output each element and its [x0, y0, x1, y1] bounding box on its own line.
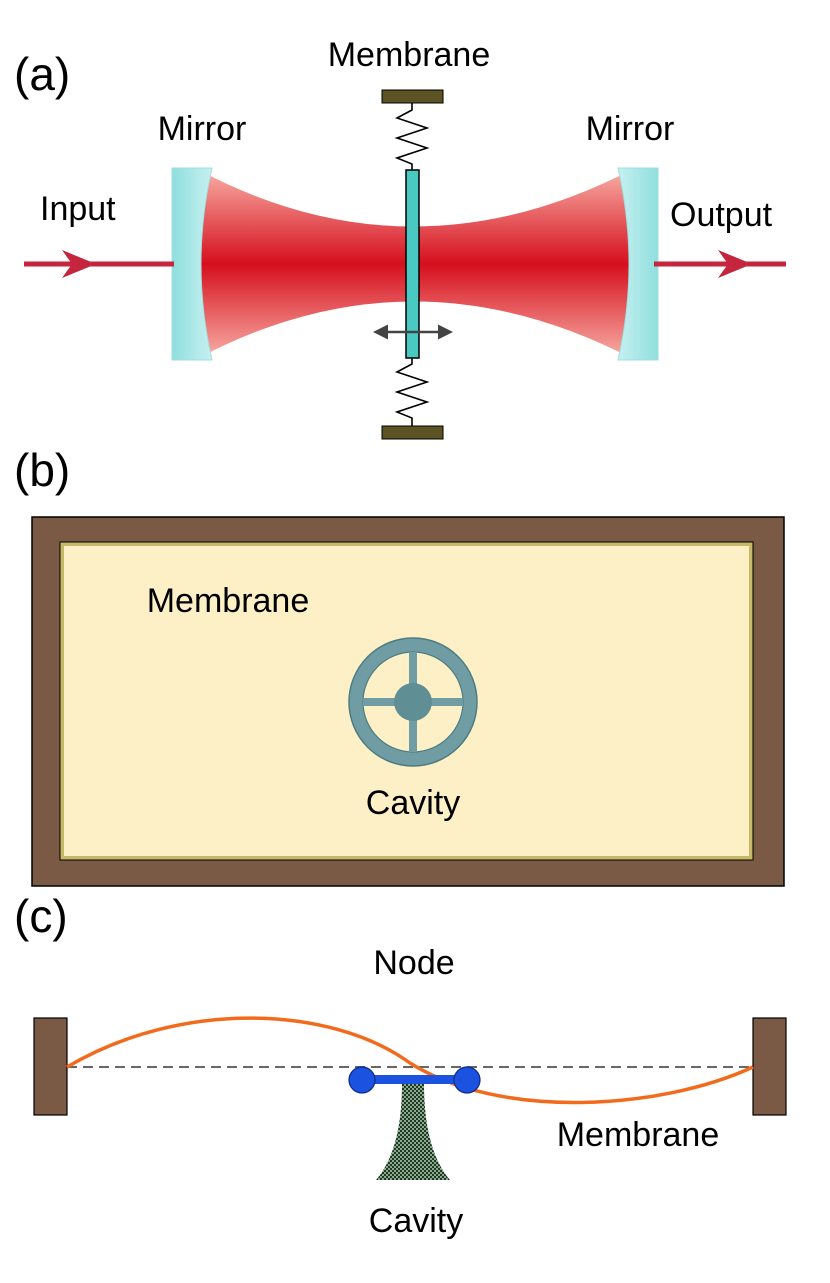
panel-c-membrane-label: Membrane: [557, 1116, 720, 1154]
cavity-hub: [394, 683, 432, 721]
panel-b-membrane-label: Membrane: [147, 582, 310, 620]
output-label: Output: [670, 196, 773, 234]
right-clamp: [752, 1017, 787, 1116]
input-arrow-head: [62, 250, 96, 278]
left-mirror-label: Mirror: [158, 110, 247, 148]
panel-b-label: (b): [14, 444, 70, 496]
cavity-wheel: [348, 637, 478, 767]
cavity-bar: [362, 1075, 468, 1084]
membrane-bar: [405, 169, 420, 359]
membrane-label: Membrane: [328, 36, 491, 74]
left-clamp: [33, 1017, 68, 1116]
right-mirror: [617, 167, 659, 361]
node-label: Node: [373, 944, 454, 982]
membrane-mode-curve: [66, 1016, 754, 1105]
input-label: Input: [40, 190, 116, 228]
bottom-spring: [394, 358, 430, 426]
panel-b-cavity-label: Cavity: [366, 784, 460, 822]
cavity-pedestal: [376, 1083, 450, 1180]
panel-c-label: (c): [14, 890, 68, 942]
cavity-right-ball: [453, 1066, 481, 1094]
panel-c-cavity-label: Cavity: [369, 1202, 463, 1240]
top-spring: [394, 103, 430, 170]
panel-b: (b) Membrane Cavity: [14, 444, 785, 887]
cavity-left-ball: [348, 1066, 376, 1094]
panel-a-label: (a): [14, 48, 70, 100]
panel-c: (c) Node Membrane Cavity: [14, 890, 787, 1240]
output-arrow-head: [718, 250, 752, 278]
top-anchor: [381, 89, 444, 104]
bottom-anchor: [381, 425, 444, 440]
panel-a: (a) Membrane Mirror Mirror Input Output: [14, 36, 786, 440]
left-mirror: [171, 167, 213, 361]
right-mirror-label: Mirror: [586, 110, 675, 148]
